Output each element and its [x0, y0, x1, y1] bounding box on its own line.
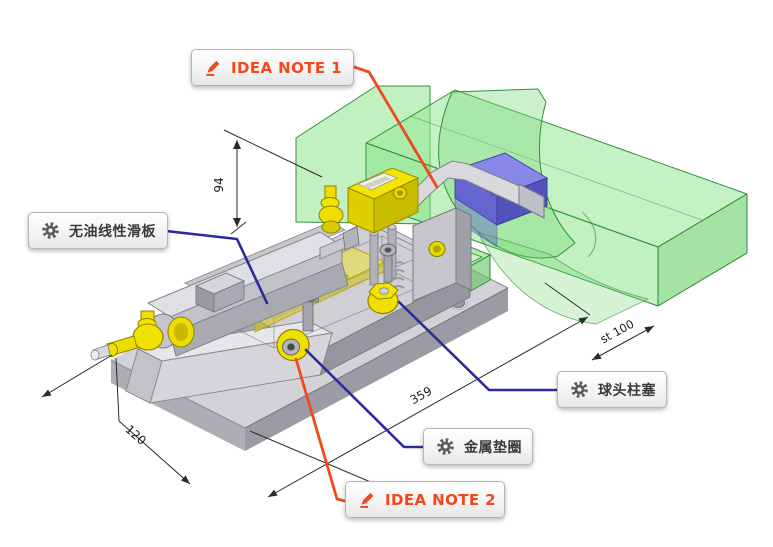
- callout-idea-note-2[interactable]: IDEA NOTE 2: [345, 481, 505, 518]
- leader-idea-note-2: [294, 357, 347, 503]
- pneumatic-fitting-top: [318, 185, 344, 234]
- leader-metal-washer: [304, 348, 426, 449]
- leader-idea-note-1: [352, 65, 439, 189]
- callout-label: 金属垫圈: [464, 439, 522, 456]
- gear-icon: [41, 221, 60, 240]
- leader-ball-plunger: [397, 300, 560, 392]
- callout-idea-note-1[interactable]: IDEA NOTE 1: [191, 49, 354, 86]
- support-bracket: [411, 207, 473, 302]
- dimension-stroke-st100: st 100: [598, 317, 636, 347]
- yellow-clevis: [346, 167, 420, 234]
- gear-icon: [436, 437, 455, 456]
- callout-ball-plunger[interactable]: 球头柱塞: [557, 371, 667, 408]
- pencil-icon: [204, 59, 222, 77]
- callout-label: IDEA NOTE 2: [385, 490, 496, 509]
- gear-icon: [570, 380, 589, 399]
- callout-oil-free-linear-slide[interactable]: 无油线性滑板: [28, 212, 168, 249]
- ball-plunger-part: [367, 282, 399, 315]
- callout-label: IDEA NOTE 1: [231, 58, 342, 77]
- leader-oil-free-slide: [164, 229, 269, 305]
- dimension-annotations: [41, 129, 655, 498]
- dimension-length-359: 359: [408, 384, 435, 407]
- metal-washer-part: [276, 328, 310, 362]
- pencil-icon: [358, 491, 376, 509]
- leader-lines: [164, 65, 560, 503]
- callout-label: 无油线性滑板: [69, 223, 156, 240]
- dimension-height-94: 94: [212, 177, 226, 192]
- pneumatic-fitting-left: [90, 310, 195, 361]
- callout-metal-washer[interactable]: 金属垫圈: [423, 428, 533, 465]
- lever-arm: [402, 160, 545, 219]
- callout-label: 球头柱塞: [598, 382, 656, 399]
